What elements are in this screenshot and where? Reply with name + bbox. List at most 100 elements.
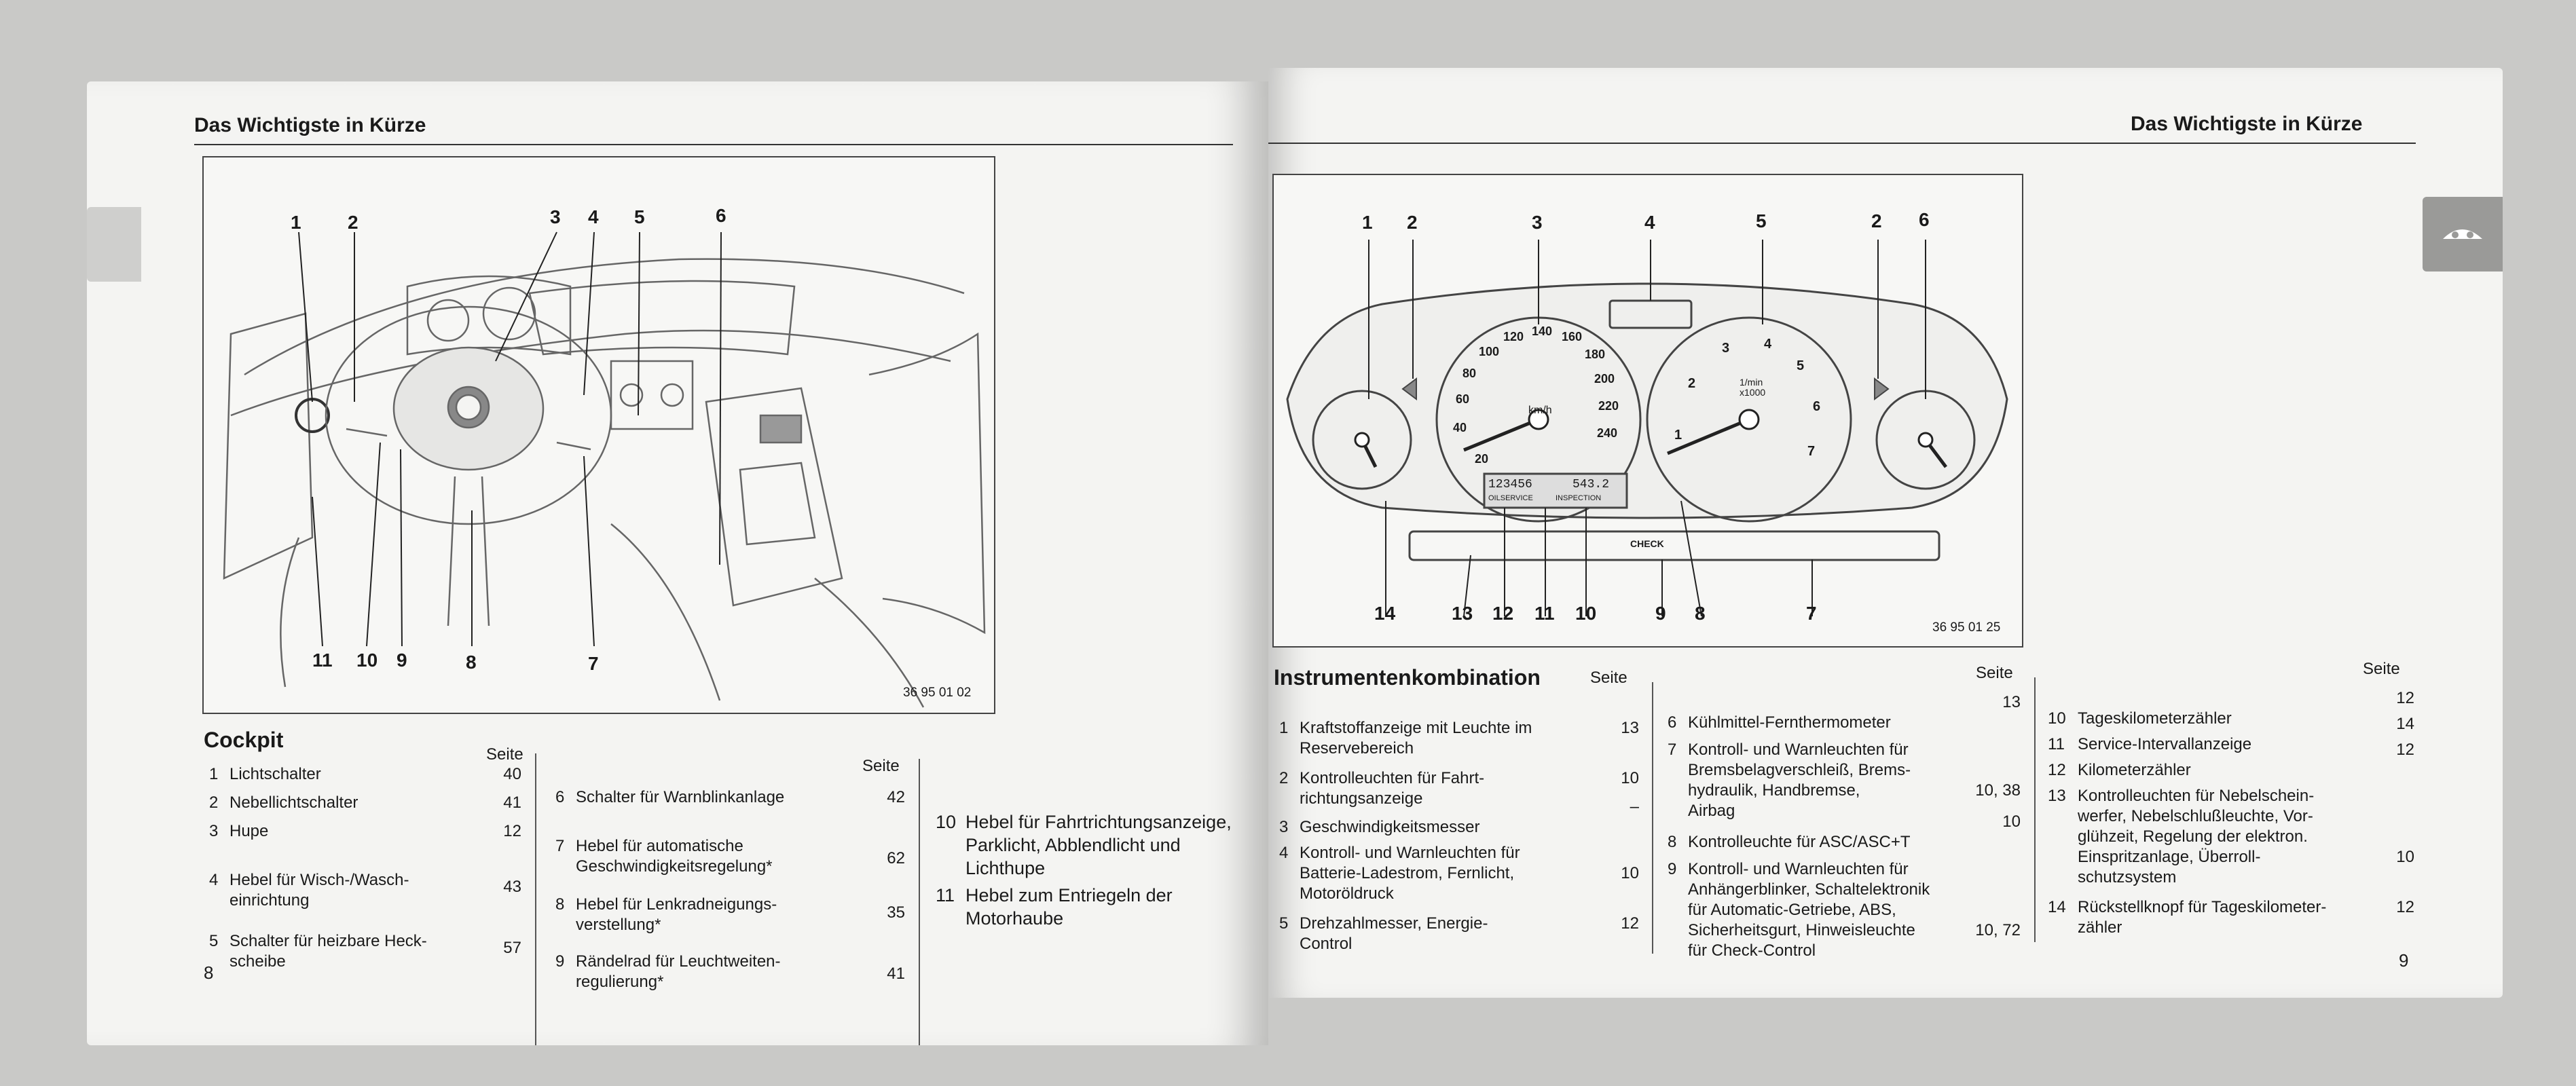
cockpit-callout-5: 5 [634, 206, 645, 227]
cockpit-drawing [223, 231, 986, 708]
rpm-tick-7: 7 [1807, 444, 1816, 459]
cluster-callout-2b: 2 [1871, 210, 1882, 231]
cluster-callout-1: 1 [1362, 212, 1373, 233]
cockpit-divider-1 [535, 753, 536, 1045]
cockpit-callout-8: 8 [466, 652, 477, 673]
cluster-callout-12: 12 [1492, 603, 1514, 624]
left-header-rule [194, 144, 1233, 145]
cluster-callout-14: 14 [1374, 603, 1396, 624]
cockpit-callout-6: 6 [716, 205, 726, 226]
cockpit-callout-2: 2 [348, 212, 358, 233]
rpm-tick-6: 6 [1813, 399, 1821, 414]
cluster-drawing [1286, 240, 2008, 617]
cluster-seite-2: Seite [1976, 664, 2013, 682]
right-thumb-tab [2423, 197, 2503, 272]
speed-tick-60: 60 [1456, 392, 1470, 406]
cluster-divider-1 [1652, 682, 1653, 954]
speed-tick-220: 220 [1598, 399, 1619, 413]
cockpit-callout-7: 7 [588, 653, 599, 674]
cockpit-callout-1: 1 [291, 212, 301, 233]
cockpit-callout-9: 9 [397, 650, 407, 671]
cockpit-divider-2 [919, 759, 920, 1045]
left-header-title: Das Wichtigste in Kürze [194, 114, 426, 136]
cockpit-callout-4: 4 [588, 206, 599, 227]
trip-display: 543.2 [1572, 478, 1610, 491]
speed-unit: km/h [1528, 405, 1552, 416]
cockpit-seite-2: Seite [862, 757, 900, 775]
speed-tick-80: 80 [1462, 367, 1477, 380]
cluster-callout-6: 6 [1919, 209, 1930, 230]
speed-tick-240: 240 [1597, 426, 1618, 440]
speed-tick-100: 100 [1479, 345, 1500, 358]
left-page: Das Wichtigste in Kürze [87, 81, 1268, 1045]
left-page-number: 8 [204, 962, 214, 983]
cluster-divider-2 [2034, 677, 2036, 942]
cockpit-seite-1: Seite [486, 745, 523, 764]
rpm-tick-2: 2 [1688, 376, 1696, 391]
cluster-tab-icon [2443, 229, 2482, 239]
speed-tick-140: 140 [1532, 324, 1553, 338]
rpm-tick-5: 5 [1797, 358, 1805, 373]
right-header-title: Das Wichtigste in Kürze [2131, 113, 2363, 135]
oil-service-label: OILSERVICE [1488, 494, 1533, 502]
cockpit-figure-code: 36 95 01 02 [903, 686, 972, 700]
cluster-figure: km/h 1/min x1000 123456 543.2 OILSERVICE… [1272, 174, 2023, 648]
cluster-callout-8: 8 [1695, 603, 1706, 624]
cluster-callout-7: 7 [1806, 603, 1817, 624]
cluster-callout-5: 5 [1756, 210, 1767, 231]
cluster-seite-1: Seite [1590, 669, 1627, 687]
left-turn-arrow-icon [1401, 377, 1417, 400]
cluster-callout-3: 3 [1532, 212, 1543, 233]
rpm-tick-1: 1 [1674, 428, 1682, 443]
speed-tick-200: 200 [1594, 372, 1615, 386]
right-page: Das Wichtigste in Kürze [1268, 68, 2503, 998]
cockpit-figure: 1 2 3 4 5 6 11 10 9 8 7 36 95 01 02 [202, 156, 995, 714]
right-page-number: 9 [2399, 950, 2409, 971]
cluster-callout-13: 13 [1452, 603, 1473, 624]
right-header-rule [1268, 143, 2416, 144]
cluster-callout-9: 9 [1655, 603, 1666, 624]
rpm-tick-4: 4 [1764, 337, 1772, 352]
rpm-tick-3: 3 [1722, 341, 1730, 356]
cockpit-callout-3: 3 [550, 206, 561, 227]
right-turn-arrow-icon [1874, 377, 1890, 400]
inspection-label: INSPECTION [1556, 494, 1602, 502]
speed-tick-160: 160 [1562, 330, 1583, 343]
left-thumb-tab [87, 207, 141, 282]
rpm-unit: 1/min x1000 [1740, 377, 1766, 398]
cluster-callout-11: 11 [1534, 603, 1555, 624]
speed-tick-40: 40 [1453, 421, 1467, 434]
speed-tick-180: 180 [1585, 348, 1606, 361]
cockpit-callout-11: 11 [312, 650, 333, 671]
cluster-figure-code: 36 95 01 25 [1932, 620, 2001, 635]
speed-tick-120: 120 [1503, 330, 1524, 343]
odometer-display: 123456 [1488, 478, 1532, 491]
cluster-seite-3: Seite [2363, 660, 2400, 678]
check-label: CHECK [1630, 538, 1664, 549]
cockpit-title: Cockpit [204, 728, 284, 752]
cluster-callout-10: 10 [1575, 603, 1597, 624]
speed-tick-20: 20 [1475, 452, 1489, 466]
